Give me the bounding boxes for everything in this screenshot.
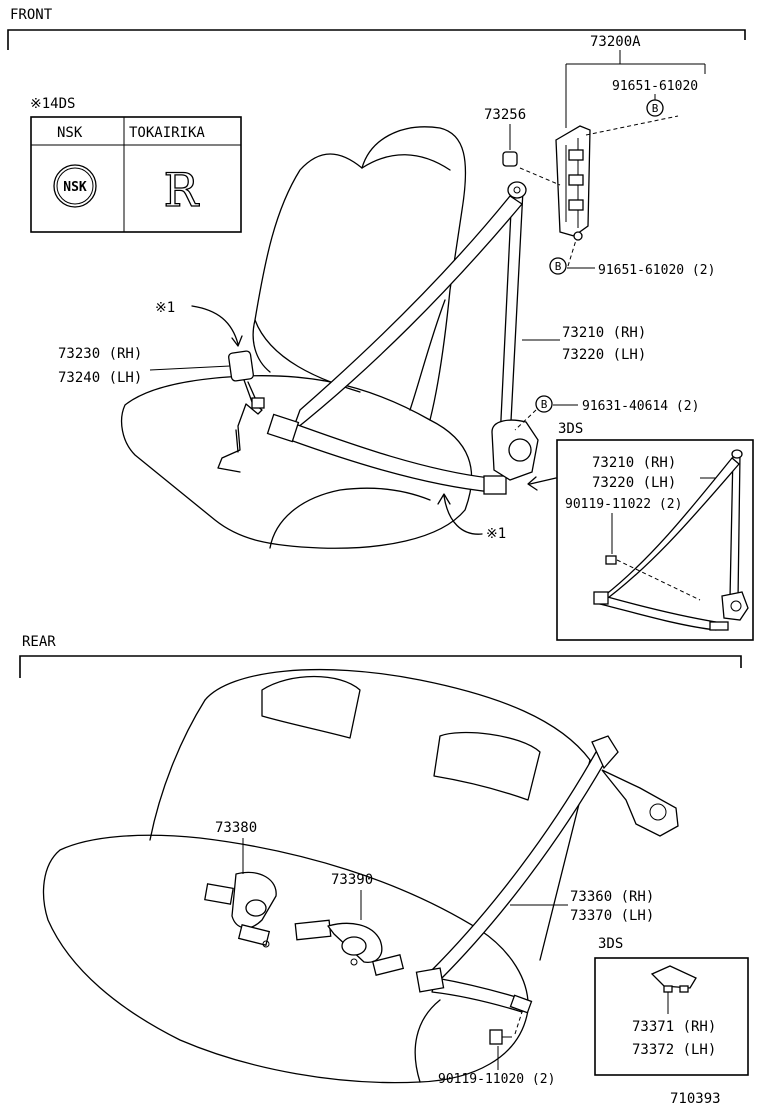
bolt-symbol-anchor: B bbox=[535, 395, 553, 413]
label-bolt-anchor: 91631-40614 (2) bbox=[582, 399, 699, 414]
rear-section-bracket bbox=[19, 655, 742, 678]
front-section-title: FRONT bbox=[10, 7, 53, 23]
inset-3ds-rear-title: 3DS bbox=[598, 936, 623, 952]
height-adjuster bbox=[555, 125, 591, 241]
label-buckle-lh: 73240 (LH) bbox=[58, 370, 142, 386]
dash-bolt-anchor bbox=[514, 409, 537, 431]
label-rear-belt-rh: 73360 (RH) bbox=[570, 889, 654, 905]
label-assembly: 73200A bbox=[590, 34, 641, 50]
svg-text:B: B bbox=[541, 398, 548, 411]
leader-assembly bbox=[565, 50, 706, 128]
ref-mark-2: ※1 bbox=[486, 526, 506, 542]
inset-rear-part bbox=[650, 965, 697, 993]
label-rear-belt-lh: 73370 (LH) bbox=[570, 908, 654, 924]
inset-label-belt-rh: 73210 (RH) bbox=[592, 455, 676, 471]
inset-label-bolt: 90119-11022 (2) bbox=[565, 497, 682, 512]
inset-front-belt bbox=[593, 449, 749, 631]
inset-3ds-rear bbox=[594, 957, 749, 1076]
front-seat-belt bbox=[266, 189, 524, 495]
figure-number: 710393 bbox=[670, 1091, 721, 1107]
inset-rear-label-lh: 73372 (LH) bbox=[632, 1042, 716, 1058]
dash-cover bbox=[519, 167, 561, 186]
inset-label-belt-lh: 73220 (LH) bbox=[592, 475, 676, 491]
label-rear-buckle-left: 73380 bbox=[215, 820, 257, 836]
front-buckle bbox=[217, 350, 265, 473]
label-bolt-bottom: 91651-61020 (2) bbox=[598, 263, 715, 278]
rear-buckle-left bbox=[204, 871, 277, 948]
label-cover: 73256 bbox=[484, 107, 526, 123]
svg-text:NSK: NSK bbox=[63, 180, 87, 195]
rear-seat-outline bbox=[42, 668, 591, 1084]
ref-arrow-1 bbox=[191, 305, 243, 347]
tokairika-logo: R bbox=[163, 162, 200, 217]
rear-section-title: REAR bbox=[22, 634, 56, 650]
dash-rear-bolt bbox=[514, 1011, 523, 1035]
nsk-logo: NSK bbox=[53, 164, 97, 208]
label-buckle-rh: 73230 (RH) bbox=[58, 346, 142, 362]
label-rear-buckle-center: 73390 bbox=[331, 872, 373, 888]
svg-text:B: B bbox=[555, 260, 562, 273]
ref-mark-1: ※1 bbox=[155, 300, 175, 316]
inset-rear-label-rh: 73371 (RH) bbox=[632, 1019, 716, 1035]
variant-note: ※14DS bbox=[30, 96, 75, 112]
bolt-symbol-bottom: B bbox=[549, 257, 567, 275]
leader-buckle bbox=[149, 365, 231, 371]
rear-seat-belt bbox=[415, 735, 679, 1014]
anchor-cover bbox=[502, 151, 518, 167]
rear-buckle-center bbox=[294, 919, 405, 976]
label-rear-bolt: 90119-11020 (2) bbox=[438, 1072, 555, 1087]
ref-arrow-2 bbox=[437, 493, 483, 535]
arrow-retractor bbox=[527, 476, 557, 491]
front-section-bracket bbox=[7, 29, 746, 50]
rear-bolt bbox=[489, 1029, 512, 1045]
front-upper-anchor bbox=[507, 181, 527, 199]
inset-3ds-front-title: 3DS bbox=[558, 421, 583, 437]
label-bolt-top: 91651-61020 bbox=[612, 79, 698, 94]
variant-table bbox=[30, 116, 242, 233]
inset-dash-bolt bbox=[616, 559, 701, 601]
svg-text:R: R bbox=[164, 163, 200, 217]
variant-col-tokairika: TOKAIRIKA bbox=[129, 125, 205, 141]
bolt-symbol-top: B bbox=[646, 99, 664, 117]
inset-3ds-front bbox=[556, 439, 754, 641]
label-belt-lh: 73220 (LH) bbox=[562, 347, 646, 363]
variant-col-nsk: NSK bbox=[57, 125, 83, 141]
svg-text:B: B bbox=[652, 102, 659, 115]
dash-bolt-bottom bbox=[567, 239, 577, 267]
label-belt-rh: 73210 (RH) bbox=[562, 325, 646, 341]
dash-bolt-top bbox=[585, 115, 679, 136]
front-retractor bbox=[491, 419, 539, 481]
